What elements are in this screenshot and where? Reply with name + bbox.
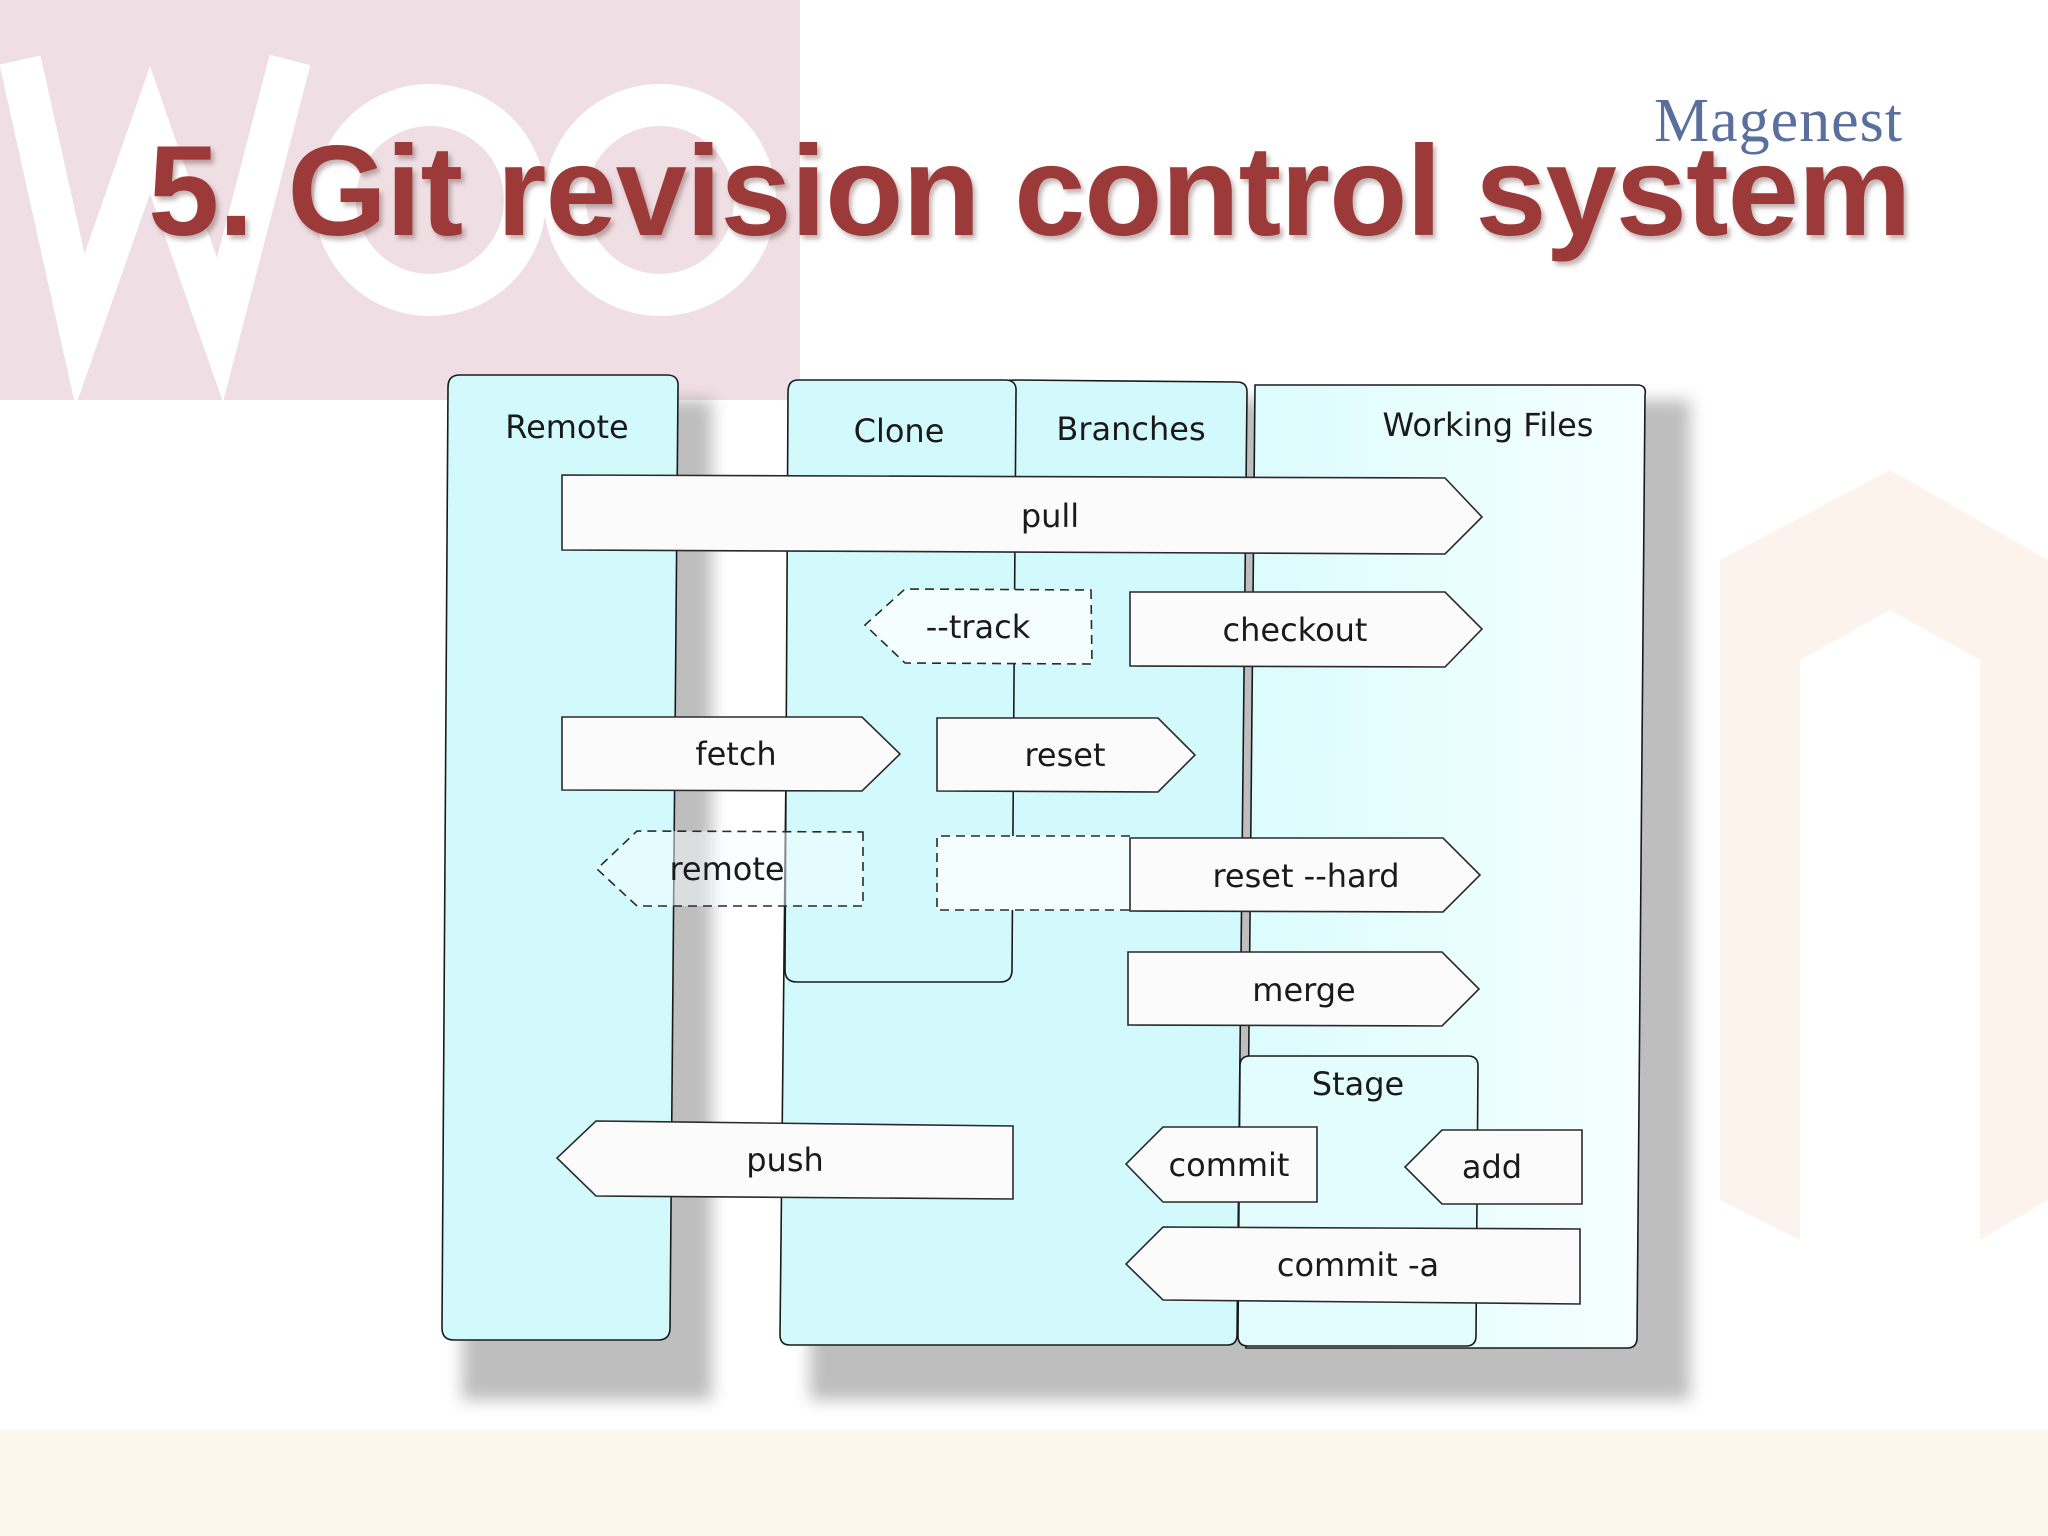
lane-label-branches: Branches — [1056, 410, 1205, 448]
lane-label-working-files: Working Files — [1383, 406, 1594, 444]
command-label-remote: remote — [669, 850, 784, 888]
command-reset: reset — [936, 717, 1197, 793]
command-reset-hard: reset --hard — [1129, 837, 1482, 913]
command-label-commit: commit — [1169, 1146, 1290, 1184]
command-track: --track — [863, 588, 1093, 665]
command-label-merge: merge — [1252, 971, 1355, 1009]
command-remote: remote — [595, 830, 864, 907]
command-push: push — [555, 1120, 1014, 1200]
reset-hard-dashed-extension — [936, 835, 1130, 911]
command-label-fetch: fetch — [695, 735, 776, 773]
command-pull: pull — [561, 474, 1484, 555]
command-label-checkout: checkout — [1223, 611, 1368, 649]
command-label-push: push — [746, 1141, 824, 1179]
slide-title: 5. Git revision control system — [148, 120, 1912, 263]
lane-label-stage: Stage — [1312, 1065, 1404, 1103]
command-label-pull: pull — [1021, 497, 1079, 535]
remote-lane: Remote — [441, 374, 679, 1341]
logo-text: Magenest — [1654, 87, 1904, 155]
command-checkout: checkout — [1129, 591, 1484, 668]
lane-label-clone: Clone — [854, 412, 945, 450]
command-label-commit-a: commit -a — [1277, 1246, 1439, 1284]
command-label-add: add — [1462, 1148, 1522, 1186]
footer-band — [0, 1430, 2048, 1536]
magenest-logo: Magenest — [1654, 86, 1903, 157]
woo-watermark — [0, 0, 800, 407]
command-commit-a: commit -a — [1124, 1226, 1581, 1305]
command-label-reset-hard: reset --hard — [1212, 857, 1399, 895]
command-commit: commit — [1124, 1126, 1318, 1203]
magento-watermark — [1720, 470, 2048, 1240]
command-add: add — [1403, 1129, 1583, 1205]
command-fetch: fetch — [561, 716, 902, 792]
command-merge: merge — [1127, 951, 1481, 1027]
lane-label-remote: Remote — [505, 408, 628, 446]
command-label-track: --track — [926, 608, 1031, 646]
command-label-reset: reset — [1024, 736, 1105, 774]
